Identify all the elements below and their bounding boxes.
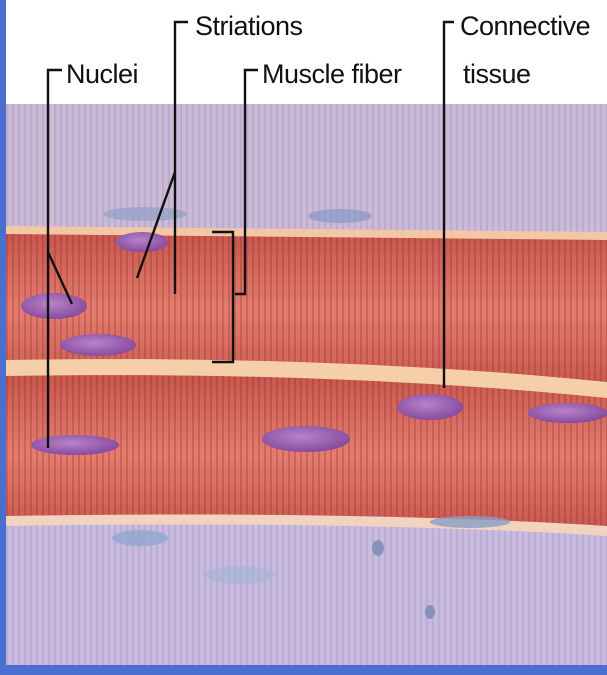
striations-label: Striations	[195, 12, 303, 40]
nuclei-label: Nuclei	[66, 60, 138, 88]
nucleus	[397, 394, 463, 420]
nucleus	[60, 334, 136, 356]
faint-nucleus	[112, 530, 168, 546]
nucleus	[116, 232, 168, 252]
faint-nucleus	[372, 540, 384, 556]
micrograph	[6, 104, 607, 665]
faint-nucleus	[308, 209, 372, 223]
muscle-fiber-label: Muscle fiber	[262, 60, 402, 88]
nucleus	[528, 403, 607, 423]
connective-tissue-label-line1: Connective	[460, 12, 590, 40]
nucleus	[262, 426, 350, 452]
faint-nucleus	[206, 566, 274, 584]
faint-nucleus	[425, 605, 435, 619]
nucleus	[31, 435, 119, 455]
nucleus	[21, 293, 87, 319]
connective-tissue-label-line2: tissue	[463, 60, 531, 88]
faint-nucleus	[430, 516, 510, 528]
